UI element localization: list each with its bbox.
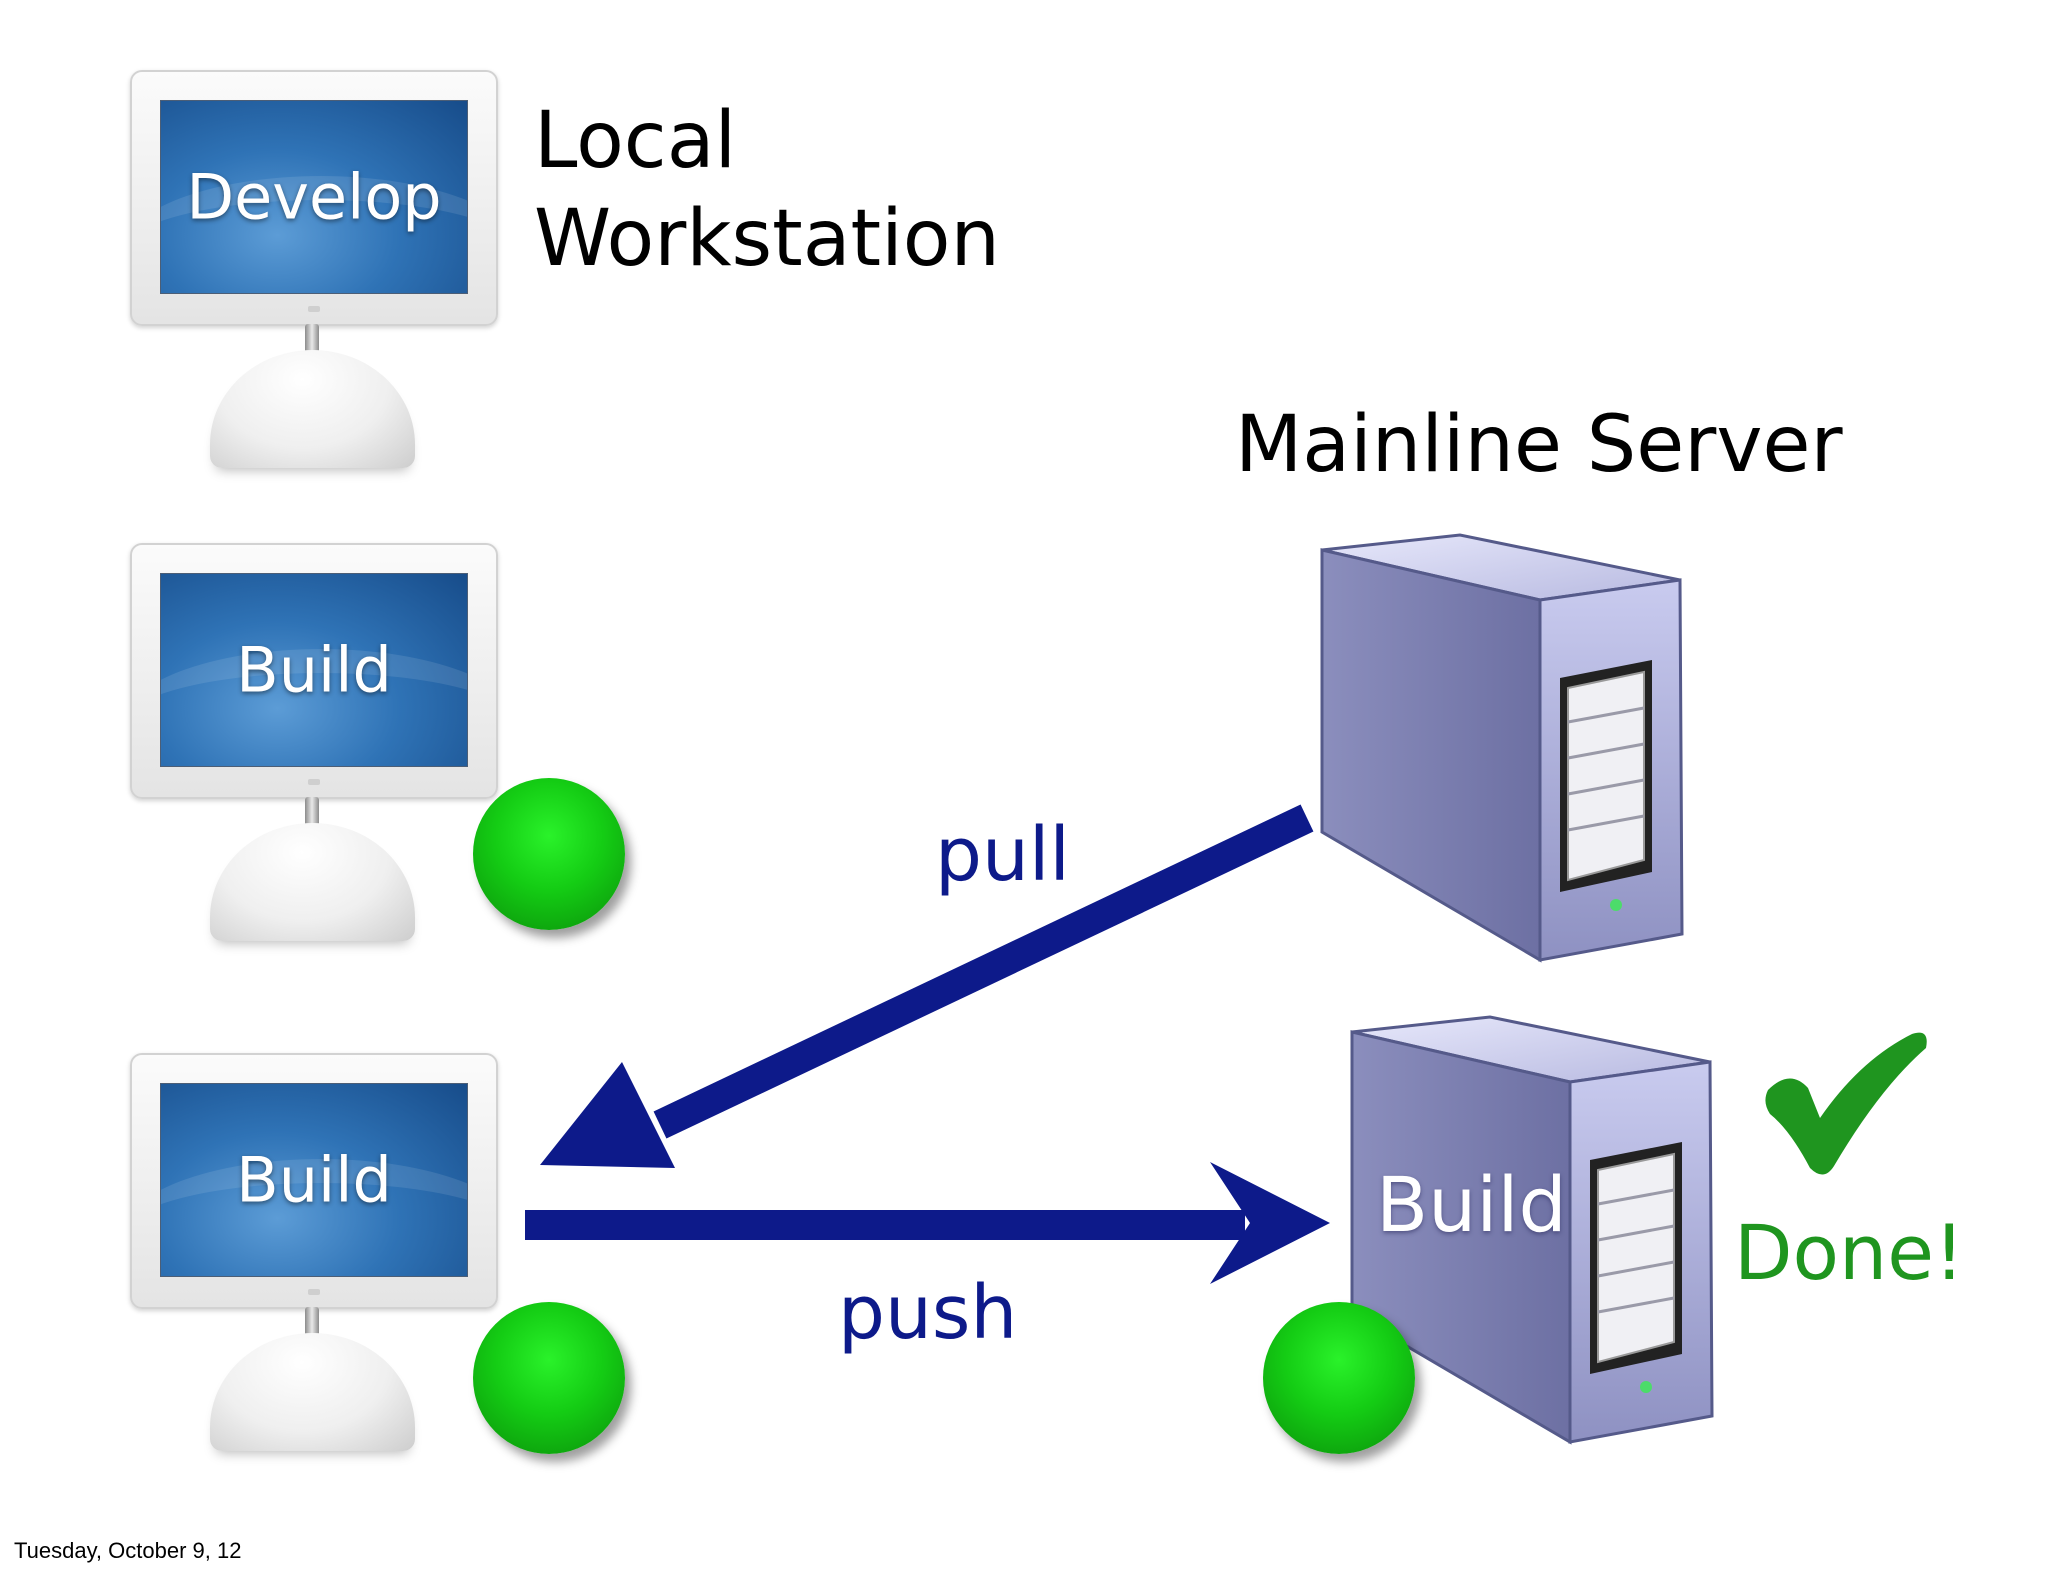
mainline-server (1320, 533, 1684, 963)
build-server (1350, 1015, 1714, 1445)
workstation-heading-line1: Local (534, 96, 737, 186)
push-arrow-icon (525, 1162, 1330, 1284)
server-icon (1320, 533, 1684, 963)
apple-logo-icon (308, 306, 320, 312)
status-dot-server (1263, 1302, 1415, 1454)
status-dot-build-bottom (473, 1302, 625, 1454)
develop-label: Develop (186, 160, 442, 234)
workstation-heading-line2: Workstation (534, 194, 1000, 284)
push-label: push (838, 1270, 1018, 1356)
build-label-top: Build (236, 633, 392, 707)
imac-icon: Build (130, 543, 498, 799)
server-heading: Mainline Server (1235, 400, 1843, 490)
imac-icon: Develop (130, 70, 498, 326)
footer-date: Tuesday, October 9, 12 (14, 1538, 242, 1563)
server-icon (1350, 1015, 1714, 1445)
build-computer-bottom: Build (130, 1053, 500, 1451)
apple-logo-icon (308, 1289, 320, 1295)
status-dot-build-top (473, 778, 625, 930)
apple-logo-icon (308, 779, 320, 785)
imac-icon: Build (130, 1053, 498, 1309)
imac-screen: Build (160, 573, 468, 767)
imac-neck (305, 1307, 319, 1339)
done-label: Done! (1734, 1208, 1965, 1297)
develop-computer: Develop (130, 70, 500, 468)
checkmark-icon (1765, 1032, 1927, 1175)
server-build-label: Build (1376, 1160, 1567, 1249)
imac-screen: Build (160, 1083, 468, 1277)
imac-neck (305, 324, 319, 356)
pull-arrow-icon (540, 804, 1314, 1168)
pull-label: pull (935, 812, 1070, 898)
build-label-bottom: Build (236, 1143, 392, 1217)
imac-screen: Develop (160, 100, 468, 294)
build-computer-top: Build (130, 543, 500, 941)
imac-neck (305, 797, 319, 829)
